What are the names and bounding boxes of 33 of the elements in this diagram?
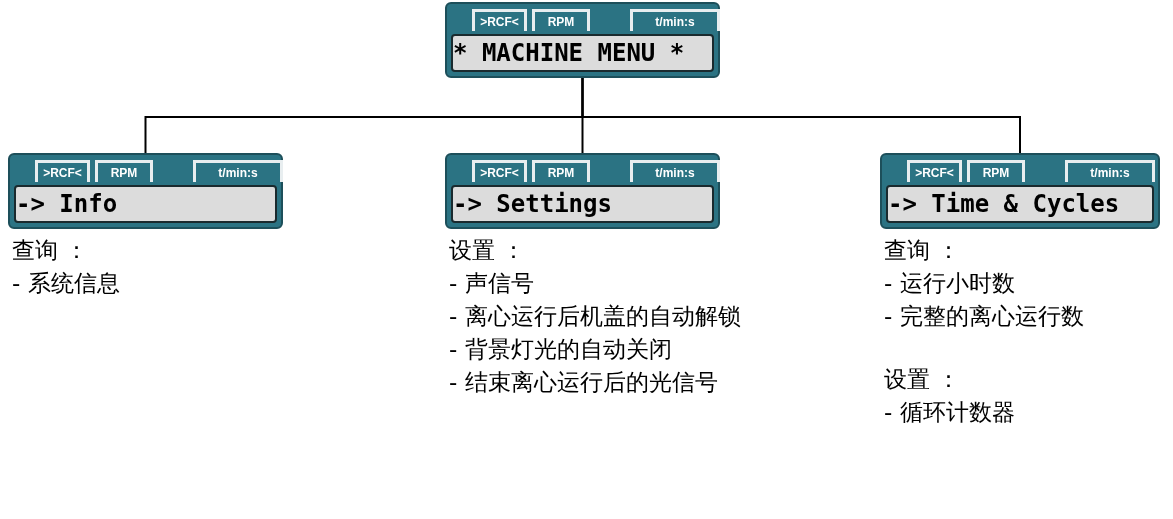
lcd-screen: * MACHINE MENU * — [451, 34, 714, 72]
display-tab: >RCF< — [35, 160, 90, 182]
note-text: 设置 ： — [449, 236, 527, 265]
note-text: - 结束离心运行后的光信号 — [449, 368, 719, 397]
display-tab: t/min:s — [630, 9, 720, 31]
note-text: - 系统信息 — [12, 269, 121, 298]
note-text: - 完整的离心运行数 — [884, 302, 1085, 331]
display-tab: RPM — [967, 160, 1025, 182]
display-tab: RPM — [532, 9, 590, 31]
lcd-screen: -> Info — [14, 185, 277, 223]
connector-line — [581, 77, 1021, 154]
display-panel — [880, 153, 1160, 229]
display-tab: >RCF< — [472, 160, 527, 182]
display-panel — [445, 2, 720, 78]
display-tab: >RCF< — [472, 9, 527, 31]
display-tab: RPM — [95, 160, 153, 182]
note-text: 查询 ： — [884, 236, 962, 265]
lcd-screen: -> Time & Cycles — [886, 185, 1154, 223]
display-tab: t/min:s — [630, 160, 720, 182]
note-text: - 离心运行后机盖的自动解锁 — [449, 302, 742, 331]
lcd-screen: -> Settings — [451, 185, 714, 223]
note-text: - 运行小时数 — [884, 269, 1016, 298]
note-text: - 循环计数器 — [884, 398, 1016, 427]
display-tab: t/min:s — [193, 160, 283, 182]
display-tab: >RCF< — [907, 160, 962, 182]
display-tab: t/min:s — [1065, 160, 1155, 182]
note-text: 查询 ： — [12, 236, 90, 265]
note-text: - 背景灯光的自动关闭 — [449, 335, 673, 364]
display-panel — [445, 153, 720, 229]
note-text: - 声信号 — [449, 269, 535, 298]
display-panel — [8, 153, 283, 229]
display-tab: RPM — [532, 160, 590, 182]
note-text: 设置 ： — [884, 365, 962, 394]
